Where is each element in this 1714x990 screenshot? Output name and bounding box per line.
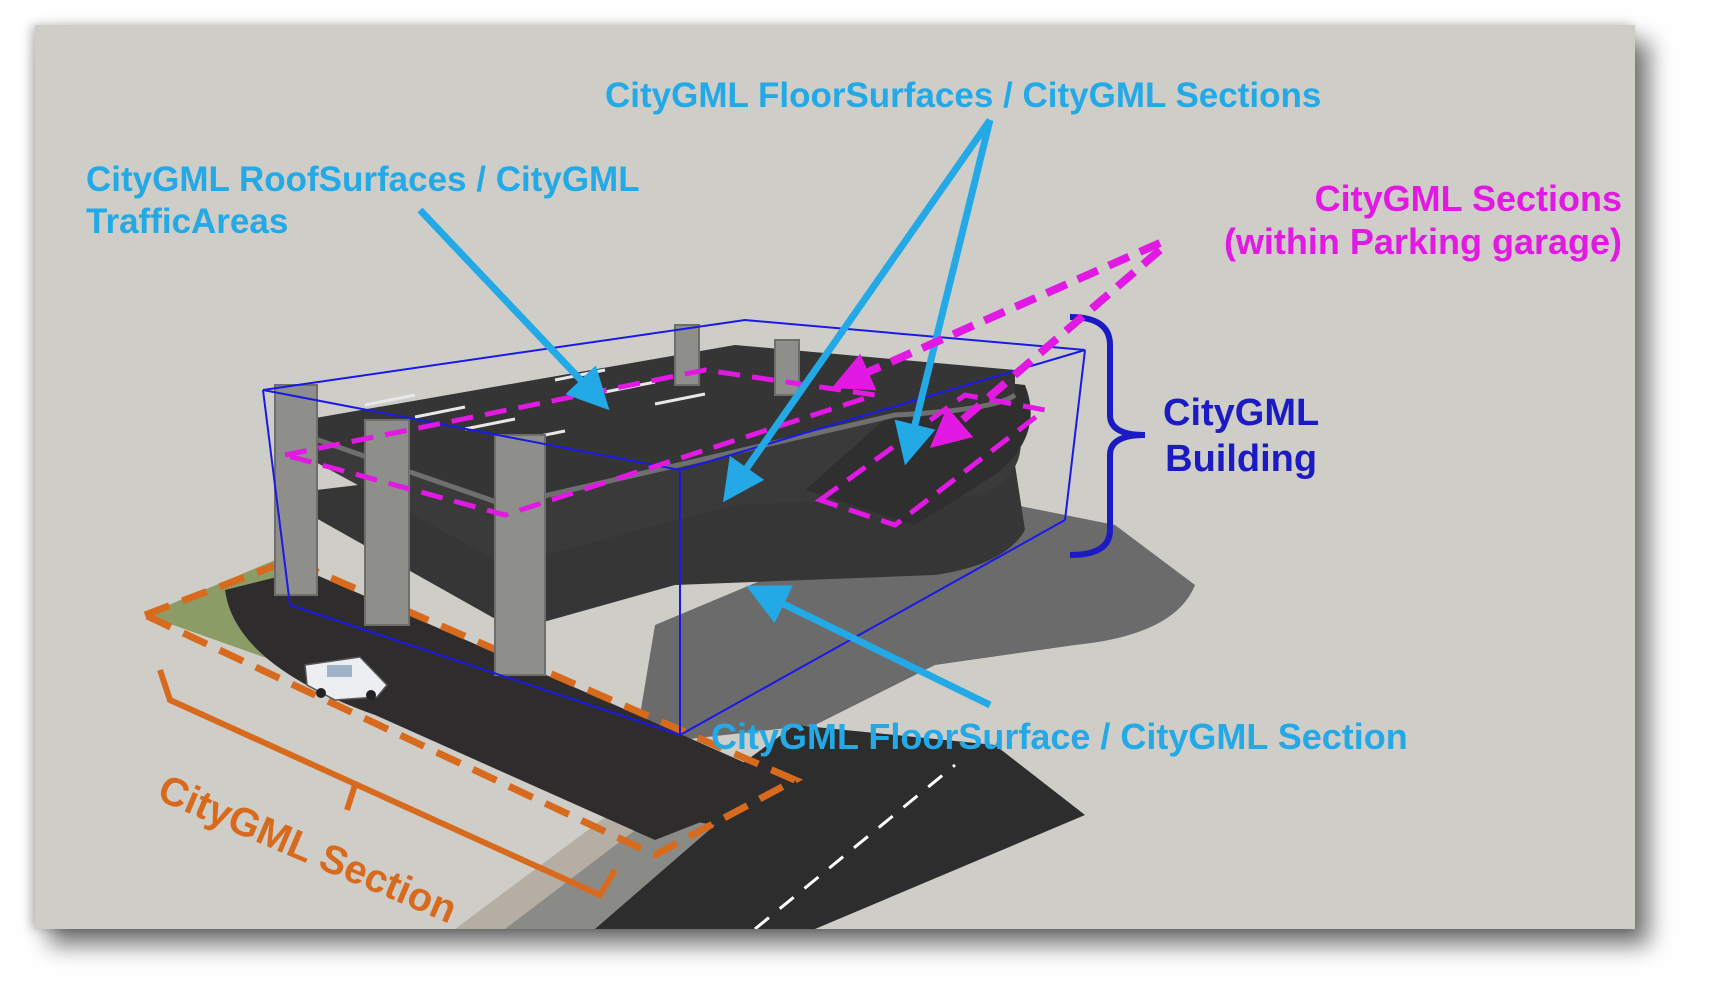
ground-section-outline [136, 556, 804, 859]
curb [505, 815, 715, 929]
car-icon [304, 656, 389, 701]
roof-deck [275, 345, 1015, 505]
ground-section-road [225, 570, 795, 840]
building-label-line1: CityGML [1163, 392, 1320, 434]
roof-section-outline [284, 367, 876, 518]
section-bracket [157, 669, 618, 899]
floor-surface-label: CityGML FloorSurface / CityGML Section [711, 716, 1408, 757]
sections-label-line1: CityGML Sections [1314, 178, 1622, 219]
roof-surfaces-label-line2: TrafficAreas [86, 202, 289, 241]
parking-garage-illustration [35, 25, 1635, 929]
floor-surfaces-label: CityGML FloorSurfaces / CityGML Sections [605, 76, 1322, 115]
section-bracket-tick [344, 784, 358, 811]
sidewalk [455, 795, 675, 929]
roof-surfaces-label-line1: CityGML RoofSurfaces / CityGML [86, 160, 640, 199]
building-label: CityGML Building [1163, 391, 1319, 482]
building-brace [1069, 314, 1146, 558]
street [515, 725, 1085, 929]
building-bounding-box [262, 318, 1086, 737]
floor-arrow-right [894, 119, 994, 466]
sections-arrow-top [831, 239, 1162, 391]
roof-arrow [417, 207, 610, 411]
floor-arrow-left [722, 117, 993, 503]
sections-label-line2: (within Parking garage) [1223, 221, 1622, 263]
roof-surfaces-label: CityGML RoofSurfaces / CityGML TrafficAr… [86, 159, 640, 243]
street-lane-marking [754, 763, 956, 929]
floor-bottom-arrow [746, 585, 992, 709]
columns [274, 324, 800, 676]
building-label-line2: Building [1165, 437, 1318, 480]
sections-arrow-bottom [929, 246, 1163, 449]
sections-label: CityGML Sections (within Parking garage) [1224, 177, 1622, 263]
diagram-figure: CityGML FloorSurfaces / CityGML Sections… [35, 25, 1635, 929]
